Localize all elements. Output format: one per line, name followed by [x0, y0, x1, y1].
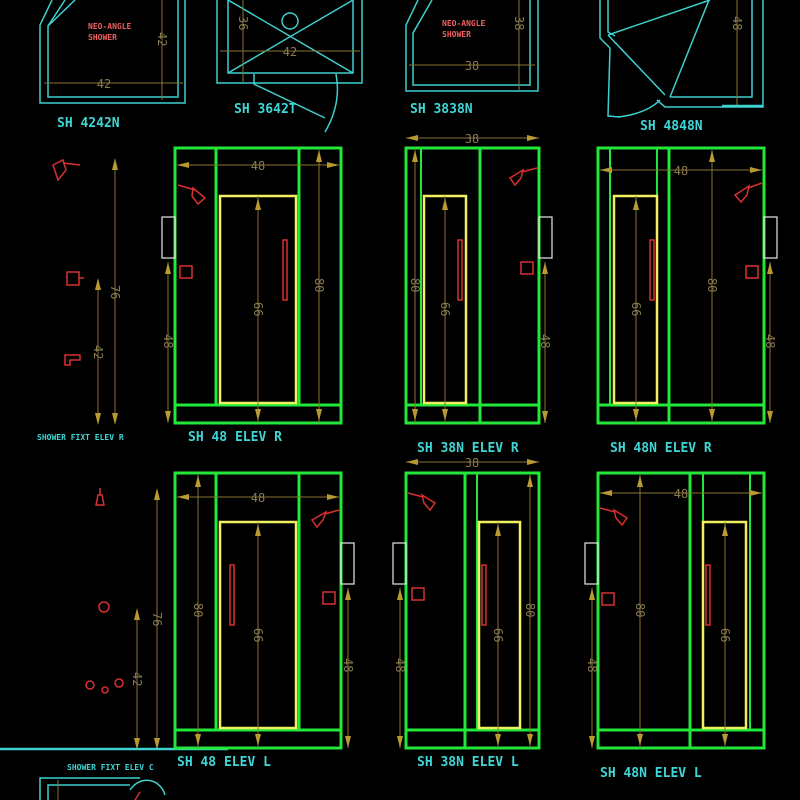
dim-wall: 48 [161, 334, 175, 348]
shower-head-icon [177, 184, 207, 206]
dim-depth: 36 [236, 16, 250, 30]
elevation-label: SH 48N ELEV L [600, 766, 702, 781]
elevation-sh-38n-l[interactable]: 38 48 66 80 SH 38N ELEV L [392, 456, 541, 770]
dim-top: 38 [465, 132, 479, 146]
door-hinge-box [161, 216, 176, 259]
fixture-elevation-label: SHOWER FIXT ELEV C [67, 763, 154, 772]
dim-width: 42 [97, 77, 111, 91]
plan-label: SH 4848N [640, 119, 703, 134]
valve-icon [66, 271, 80, 286]
dim-depth: 48 [730, 16, 744, 30]
shower-head-icon [310, 509, 340, 529]
elevation-sh-38n-r[interactable]: 38 80 66 48 SH 38N ELEV R [404, 132, 553, 456]
plan-sh-4242n[interactable]: 42 42 NEO-ANGLE SHOWER SH 4242N [39, 0, 186, 131]
dim-valve-height: 42 [130, 672, 144, 686]
valve-icon [601, 592, 615, 606]
door-handle [705, 564, 711, 626]
valve-icon [98, 601, 110, 613]
valve-icon [411, 587, 425, 601]
valve-icon [322, 591, 336, 605]
elevation-label: SH 48N ELEV R [610, 441, 712, 456]
door-hinge-box [584, 542, 599, 585]
dim-height: 80 [523, 603, 537, 617]
dim-width: 42 [283, 45, 297, 59]
shower-head-icon [599, 507, 629, 527]
fixture-elevation-label: SHOWER FIXT ELEV R [37, 433, 124, 442]
door-handle [229, 564, 235, 626]
plan-sh-3838n[interactable]: 38 38 NEO-ANGLE SHOWER SH 3838N [405, 0, 539, 117]
dim-height: 80 [633, 603, 647, 617]
dim-wall: 48 [585, 658, 599, 672]
door [477, 520, 522, 730]
dim-wall: 48 [538, 334, 552, 348]
dim-depth: 38 [512, 16, 526, 30]
door-handle [457, 239, 463, 301]
elevation-label: SH 48 ELEV L [177, 755, 271, 770]
dim-width: 48 [674, 164, 688, 178]
dim-door: 66 [629, 302, 643, 316]
valve-icon [745, 265, 759, 279]
plan-note-line2: SHOWER [88, 33, 117, 42]
door-handle [481, 564, 487, 626]
dim-height: 80 [312, 278, 326, 292]
dim-top: 38 [465, 456, 479, 470]
valve-icon [179, 265, 193, 279]
dim-wall: 48 [763, 334, 777, 348]
dim-door: 66 [438, 302, 452, 316]
plan-sh-3642t[interactable]: 42 36 SH 3642T [216, 0, 363, 133]
door-handle [649, 239, 655, 301]
plan-note-line2: SHOWER [442, 30, 471, 39]
shower-head-icon [52, 158, 81, 182]
shower-head-icon [508, 167, 538, 187]
door-hinge-box [763, 216, 778, 259]
elevation-sh-48-r[interactable]: 48 66 80 48 SH 48 ELEV R [161, 146, 343, 445]
plan-note-line1: NEO-ANGLE [88, 22, 132, 31]
dim-width: 38 [465, 59, 479, 73]
dim-door: 66 [251, 302, 265, 316]
dim-wall: 48 [393, 658, 407, 672]
dim-height: 80 [705, 278, 719, 292]
shower-head-icon [95, 488, 105, 506]
elevation-sh-48n-r[interactable]: 48 80 66 48 SH 48N ELEV R [596, 146, 778, 456]
door-hinge-box [392, 542, 407, 585]
door-handle [282, 239, 288, 301]
elevation-label: SH 48 ELEV R [188, 430, 282, 445]
plan-sh-4848n[interactable]: 48 SH 4848N [599, 0, 764, 134]
dim-width: 48 [251, 159, 265, 173]
dim-height: 80 [408, 278, 422, 292]
spout-icon [64, 354, 81, 366]
plan-label: SH 4242N [57, 116, 120, 131]
shower-head-icon [407, 492, 437, 512]
elevation-sh-48n-l[interactable]: 48 80 66 48 SH 48N ELEV L [584, 471, 766, 781]
dim-wall: 48 [341, 658, 355, 672]
dim-width: 48 [251, 491, 265, 505]
dim-door: 66 [251, 628, 265, 642]
plan-note-line1: NEO-ANGLE [442, 19, 486, 28]
dim-height: 76 [150, 612, 164, 626]
door-hinge-box [538, 216, 553, 259]
dim-door: 66 [491, 628, 505, 642]
elevation-label: SH 38N ELEV L [417, 755, 519, 770]
plan-label: SH 3838N [410, 102, 473, 117]
dim-door: 66 [718, 628, 732, 642]
dim-width: 48 [674, 487, 688, 501]
dim-valve-height: 42 [91, 345, 105, 359]
door-hinge-box [340, 542, 355, 585]
dim-depth: 42 [155, 32, 169, 46]
valve-icon [520, 261, 534, 275]
shower-head-icon [733, 182, 763, 204]
fixture-elevation-r[interactable]: 76 42 SHOWER FIXT ELEV R [37, 158, 124, 442]
elevation-sh-48-l[interactable]: 48 80 66 48 SH 48 ELEV L [173, 471, 355, 770]
dim-height: 80 [191, 603, 205, 617]
plan-label: SH 3642T [234, 102, 297, 117]
elevation-label: SH 38N ELEV R [417, 441, 519, 456]
dim-height: 76 [108, 285, 122, 299]
fixture-elevation-c[interactable]: 76 42 SHOWER FIXT ELEV C [0, 488, 228, 800]
